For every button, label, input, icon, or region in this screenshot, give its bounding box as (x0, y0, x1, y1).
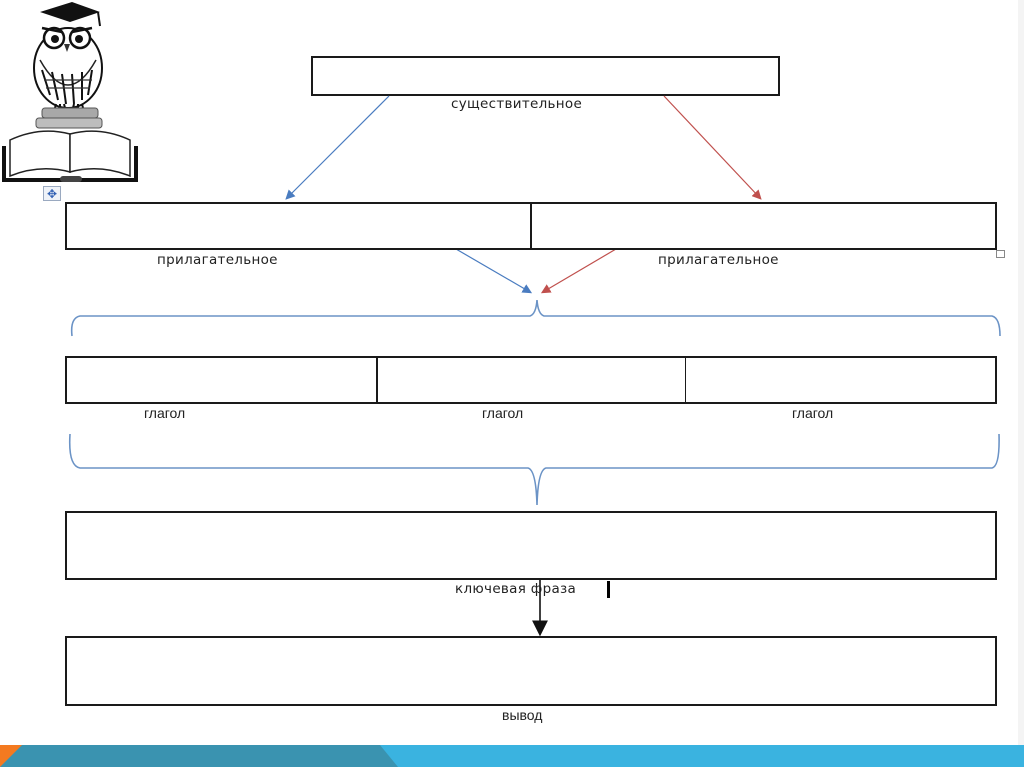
verb-cell-2[interactable] (378, 358, 686, 402)
noun-box[interactable] (311, 56, 780, 96)
key-phrase-box[interactable] (65, 511, 997, 580)
verb-divider-1 (376, 357, 378, 403)
adjective-label-right: прилагательное (658, 252, 779, 268)
verb-cell-1[interactable] (67, 358, 377, 402)
footer-band (0, 745, 1024, 767)
verb-label-2: глагол (482, 405, 524, 421)
slide-right-edge (1018, 0, 1024, 745)
adjective-label-left: прилагательное (157, 252, 278, 268)
footer-band-accent (0, 745, 22, 767)
adjective-divider (530, 203, 532, 249)
noun-label: существительное (451, 96, 583, 112)
table-resize-handle-icon[interactable] (996, 250, 1005, 258)
verb-cell-3[interactable] (687, 358, 995, 402)
verb-divider-2 (685, 357, 686, 403)
text-cursor (607, 581, 610, 598)
owl-logo (2, 2, 138, 182)
blue-arrow-adjective-to-brace (455, 248, 533, 294)
verb-label-3: глагол (792, 405, 834, 421)
brace-bottom (68, 433, 1000, 506)
red-arrow-adjective-to-brace (540, 248, 617, 294)
conclusion-label: вывод (502, 707, 543, 723)
blue-arrow-noun-to-adjective (285, 95, 390, 200)
key-phrase-label: ключевая фраза (455, 581, 577, 597)
adjective-cell-left[interactable] (67, 204, 532, 248)
brace-top (70, 299, 1001, 337)
adjective-cell-right[interactable] (532, 204, 995, 248)
adjective-row (65, 202, 997, 250)
red-arrow-noun-to-adjective (663, 95, 762, 200)
table-move-handle-icon[interactable]: ✥ (43, 186, 61, 201)
verb-label-1: глагол (144, 405, 186, 421)
footer-band-dark (0, 745, 398, 767)
conclusion-box[interactable] (65, 636, 997, 706)
verb-row (65, 356, 997, 404)
